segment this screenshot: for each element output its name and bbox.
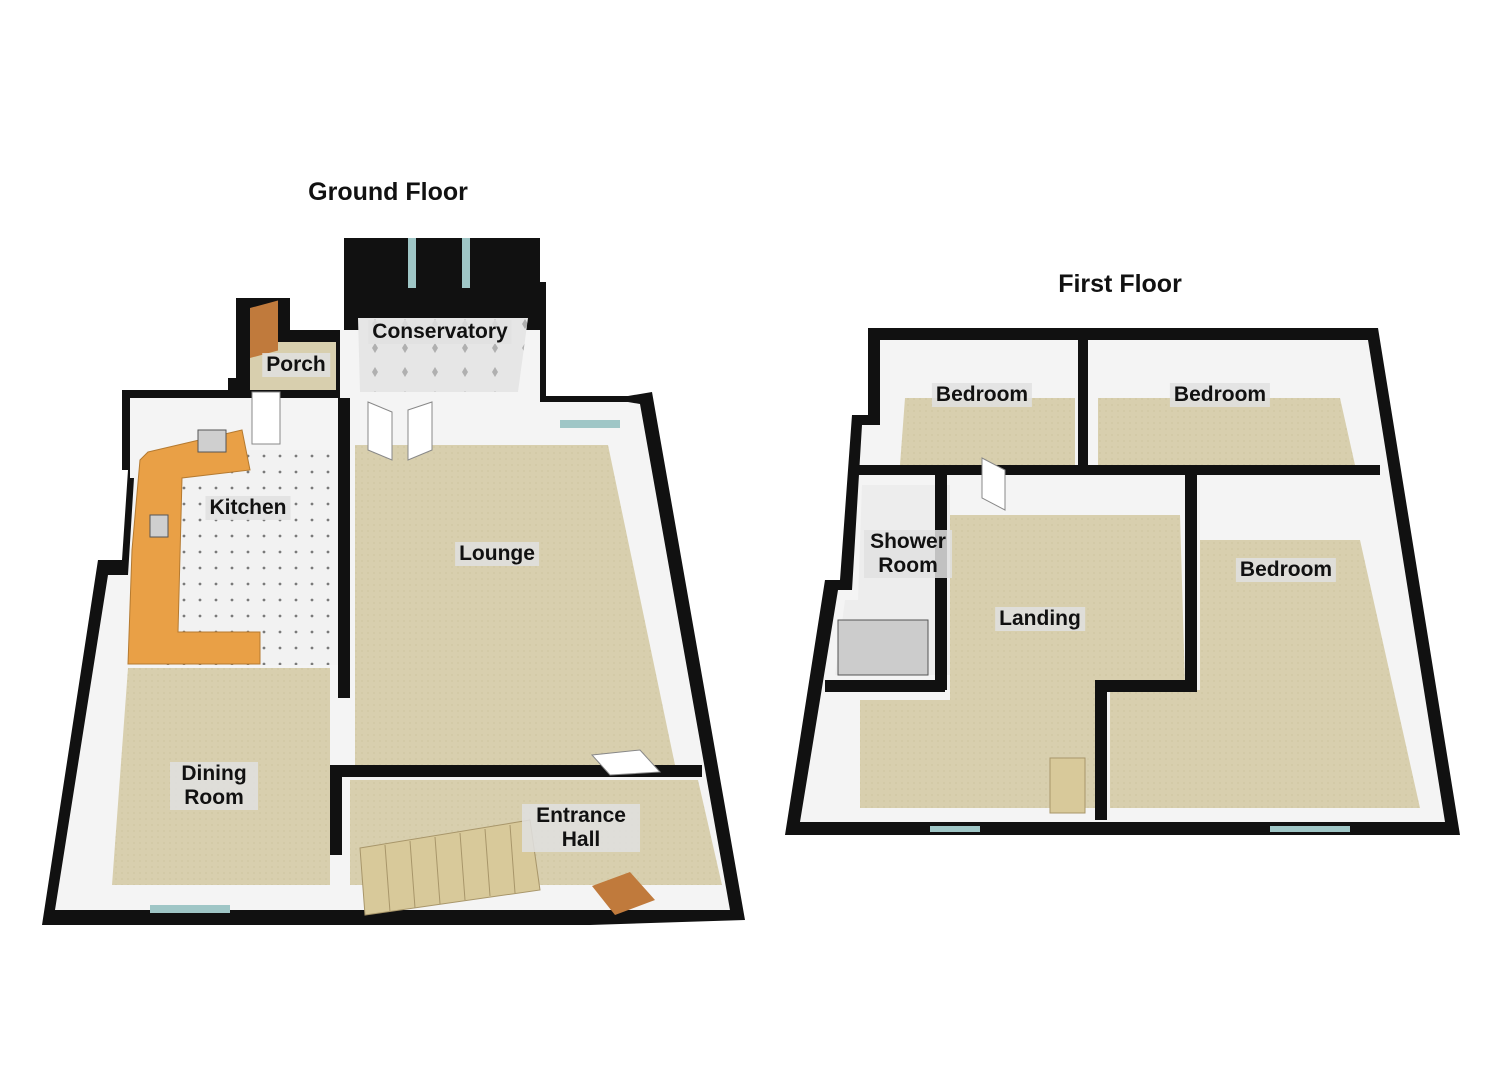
wall-top-bedrooms [855, 465, 1380, 475]
room-label-porch: Porch [262, 353, 330, 377]
room-label-bedroom-3: Bedroom [1235, 558, 1337, 582]
first-floor-title: First Floor [1058, 270, 1182, 298]
landing-door [981, 457, 1006, 511]
wall-landing-bedroom3 [1185, 475, 1197, 685]
room-label-landing: Landing [995, 607, 1085, 631]
room-label-shower-room: Shower Room [864, 530, 952, 578]
hall-lounge-door [590, 749, 662, 776]
stair-treads [384, 824, 516, 913]
landing-stairs [1049, 757, 1086, 814]
room-label-entrance-hall: Entrance Hall [522, 804, 640, 852]
kitchen-floor [160, 450, 338, 665]
room-label-kitchen: Kitchen [205, 496, 291, 520]
bedroom-2-floor [1098, 398, 1355, 465]
shower-tray [837, 619, 929, 676]
conservatory-window-2 [462, 238, 470, 288]
room-label-dining-room: Dining Room [170, 762, 258, 810]
lounge-window [560, 420, 620, 428]
landing-floor [860, 515, 1185, 808]
first-floor-plan [785, 328, 1460, 835]
kitchen-back-door [251, 391, 281, 445]
conservatory-window-1 [408, 238, 416, 288]
kitchen-hob [197, 429, 227, 453]
room-label-conservatory: Conservatory [368, 320, 512, 344]
wall-shower-right [935, 475, 947, 690]
porch-door [250, 300, 278, 359]
wall-bedroom3-step [1095, 680, 1197, 692]
room-label-lounge: Lounge [455, 542, 539, 566]
wall-bedroom3-lower [1095, 680, 1107, 820]
kitchen-sink [149, 514, 169, 538]
wall-hall-left [330, 765, 342, 855]
wall-kitchen-lounge [338, 398, 350, 698]
wall-bed1-bed2 [1078, 335, 1088, 467]
first-floor-window-2 [1270, 826, 1350, 832]
staircase [359, 819, 541, 916]
ground-floor-plan [42, 238, 745, 925]
ground-floor-title: Ground Floor [308, 178, 468, 206]
kitchen-worktop [127, 429, 261, 665]
lounge-floor [355, 445, 675, 765]
front-door [592, 872, 655, 915]
wall-shower-bottom [825, 680, 945, 692]
room-label-bedroom-1: Bedroom [931, 383, 1033, 407]
lounge-doors-2 [407, 401, 433, 461]
lounge-doors [367, 401, 393, 461]
bedroom-3-floor [1110, 540, 1420, 808]
first-floor-window-1 [930, 826, 980, 832]
bedroom-1-floor [900, 398, 1075, 465]
dining-window [150, 905, 230, 913]
room-label-bedroom-2: Bedroom [1169, 383, 1271, 407]
